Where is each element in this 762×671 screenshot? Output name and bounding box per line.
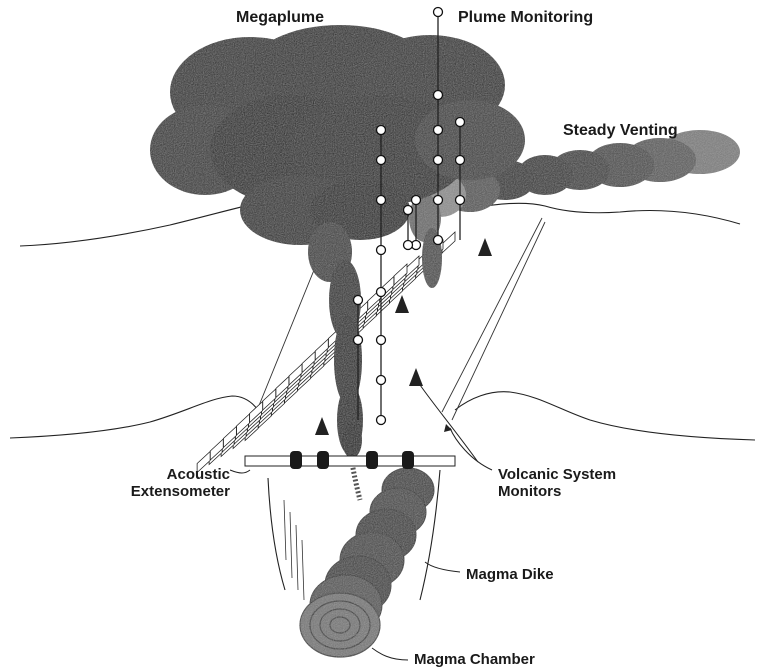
mooring-instrument — [354, 296, 363, 305]
fault-hatching — [284, 500, 304, 600]
mooring-instrument — [377, 376, 386, 385]
volcanic-monitor-marker — [395, 295, 409, 313]
dike-leader — [425, 562, 460, 572]
label-monitors: Monitors — [498, 483, 561, 500]
back-ridge-right-line — [458, 203, 740, 224]
mooring-instrument — [377, 288, 386, 297]
monitors-leader-1 — [450, 428, 492, 470]
mooring-instrument — [377, 196, 386, 205]
mooring-instrument — [377, 246, 386, 255]
volcanic-monitor-marker — [315, 417, 329, 435]
mooring-instrument — [434, 156, 443, 165]
label-extensometer: Extensometer — [84, 483, 230, 500]
extensometer-drum — [290, 451, 302, 469]
label-steady-venting: Steady Venting — [563, 122, 678, 139]
acoustic-leader — [230, 470, 250, 473]
label-volcanic-system: Volcanic System — [498, 466, 616, 483]
magma-chamber — [300, 593, 380, 657]
label-plume-monitoring: Plume Monitoring — [458, 9, 593, 26]
mooring-instrument — [434, 8, 443, 17]
mooring-instrument — [456, 156, 465, 165]
label-megaplume: Megaplume — [236, 9, 324, 26]
mooring-instrument — [404, 206, 413, 215]
mooring-instrument — [377, 156, 386, 165]
mooring-instrument — [434, 236, 443, 245]
label-magma-chamber: Magma Chamber — [414, 651, 535, 668]
lower-wall-left-line — [268, 478, 285, 590]
mooring-instrument — [456, 196, 465, 205]
brick — [442, 232, 455, 253]
chamber-leader — [372, 648, 408, 660]
label-magma-dike: Magma Dike — [466, 566, 554, 583]
mooring-instrument — [456, 118, 465, 127]
rift-walls — [245, 206, 545, 466]
label-acoustic: Acoustic — [114, 466, 230, 483]
extensometer-drum — [366, 451, 378, 469]
mooring-instrument — [412, 196, 421, 205]
extensometer-drum — [402, 451, 414, 469]
mooring-instrument — [434, 196, 443, 205]
volcanic-monitor-marker — [478, 238, 492, 256]
mooring-instrument — [354, 336, 363, 345]
mooring-instrument — [434, 126, 443, 135]
monitors-leader-2 — [418, 382, 478, 462]
megaplume-cloud — [150, 25, 525, 245]
mooring-instrument — [377, 126, 386, 135]
front-terrain-left-line — [10, 396, 258, 438]
mooring-instrument — [377, 416, 386, 425]
mooring-instrument — [434, 91, 443, 100]
extensometer-drum — [317, 451, 329, 469]
mooring-instrument — [377, 336, 386, 345]
front-terrain-right-line — [455, 392, 755, 440]
mooring-instrument — [404, 241, 413, 250]
